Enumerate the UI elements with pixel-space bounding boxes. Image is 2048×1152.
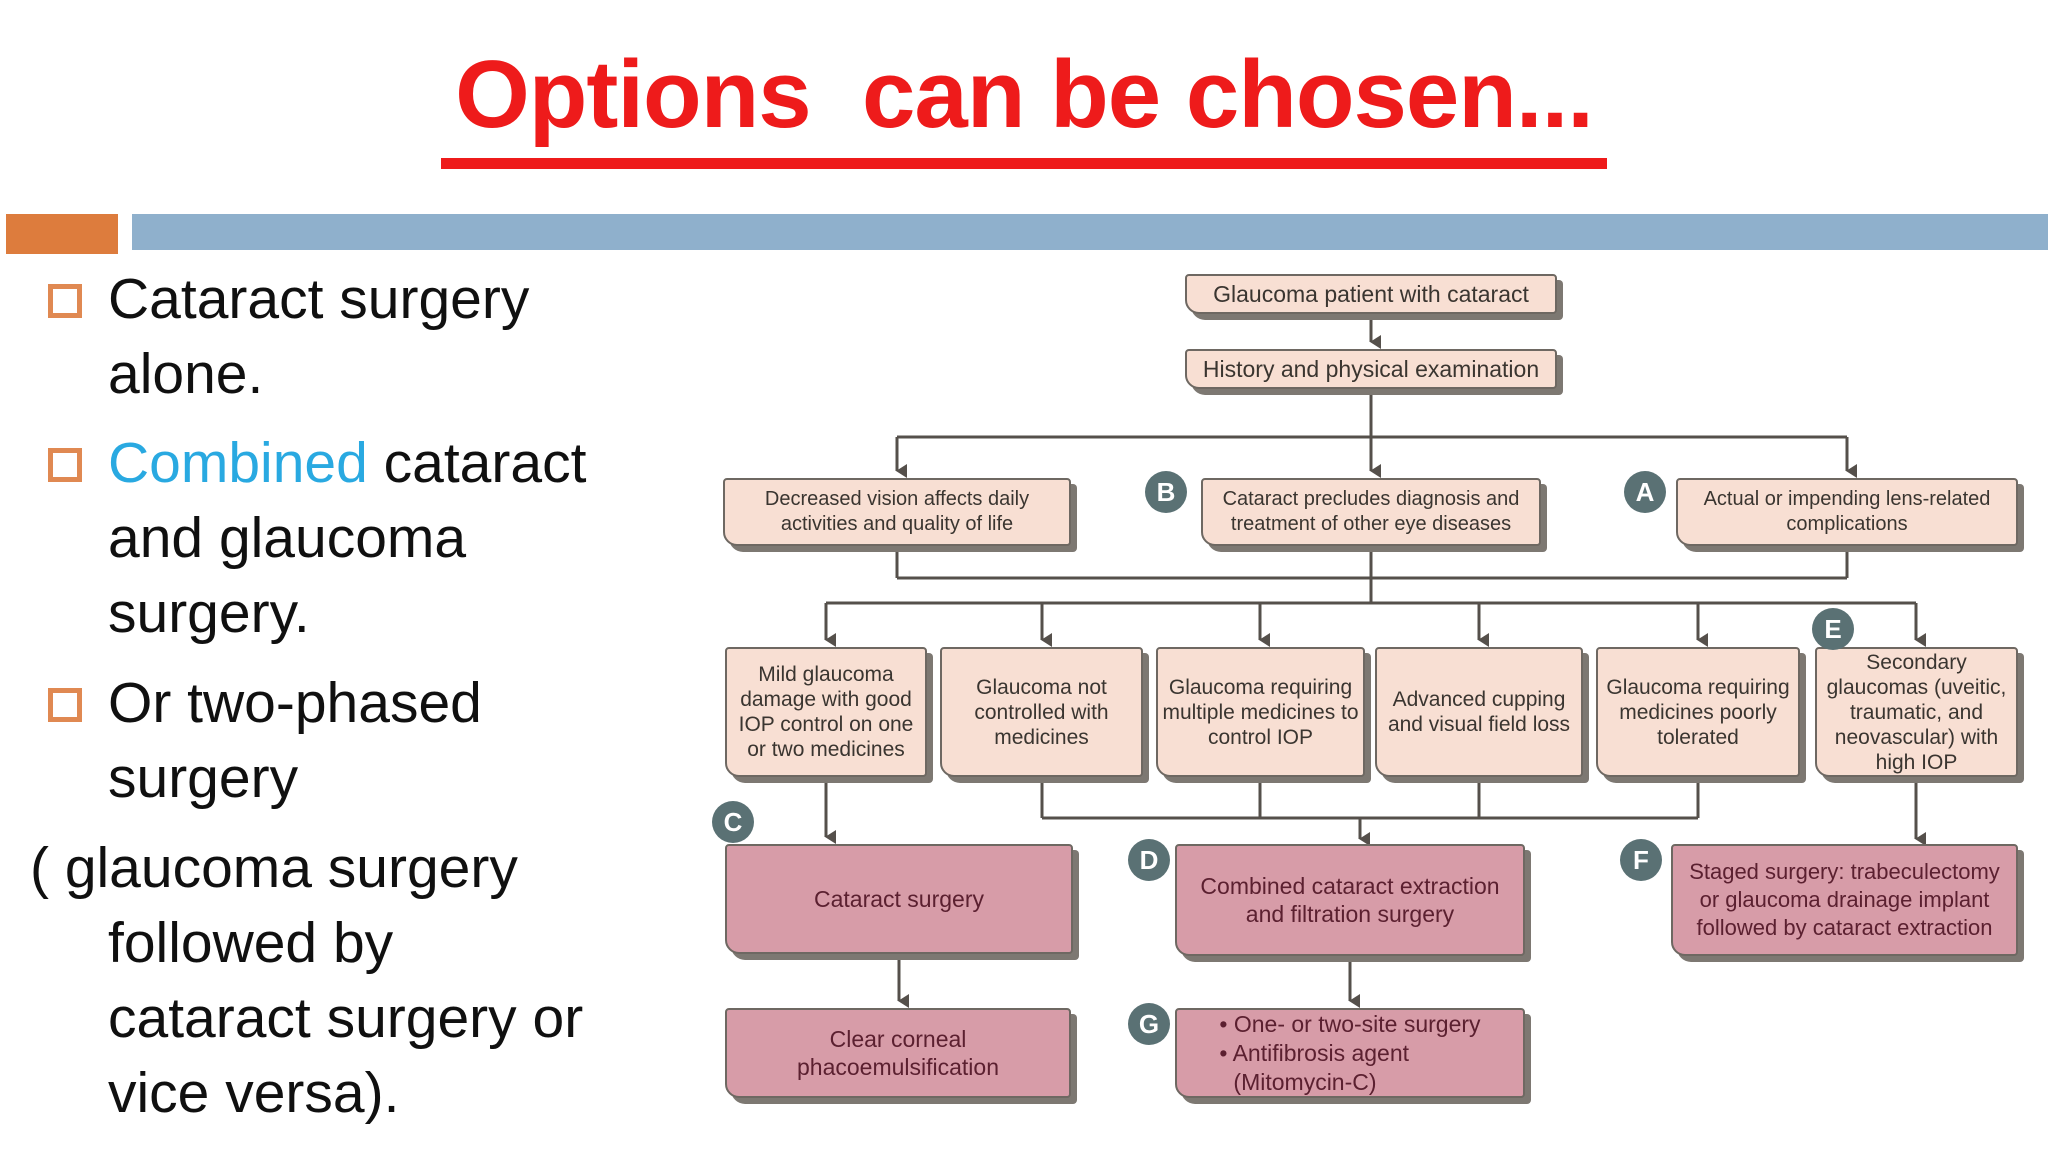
node-medicines-poorly-tolerated: Glaucoma requiring medicines poorly tole… bbox=[1596, 647, 1800, 777]
node-advanced-cupping: Advanced cupping and visual field loss bbox=[1375, 647, 1583, 777]
bullet-line: alone. bbox=[108, 342, 264, 406]
continuation-line: vice versa). bbox=[108, 1061, 400, 1125]
title-area: Options can be chosen... bbox=[0, 42, 2048, 169]
node-site-surgery: • One- or two-site surgery • Antifibrosi… bbox=[1175, 1008, 1525, 1098]
node-decreased-vision: Decreased vision affects daily activitie… bbox=[723, 478, 1071, 546]
bullet-line: Or two-phased bbox=[108, 671, 482, 735]
badge-d-icon: D bbox=[1128, 839, 1170, 881]
badge-c-icon: C bbox=[712, 801, 754, 843]
bullet-line: surgery bbox=[108, 746, 299, 810]
node-glaucoma-patient: Glaucoma patient with cataract bbox=[1185, 274, 1557, 314]
node-lens-complications: Actual or impending lens-related complic… bbox=[1676, 478, 2018, 546]
node-glaucoma-not-controlled: Glaucoma not controlled with medicines bbox=[940, 647, 1143, 777]
badge-g-icon: G bbox=[1128, 1003, 1170, 1045]
header-orange-block bbox=[6, 214, 118, 254]
continuation-line: ( glaucoma surgery bbox=[30, 836, 518, 900]
bullet-line: Cataract surgery bbox=[108, 267, 530, 331]
node-mild-glaucoma: Mild glaucoma damage with good IOP contr… bbox=[725, 647, 927, 777]
node-cataract-surgery: Cataract surgery bbox=[725, 844, 1073, 954]
bullet-line: Combined cataract bbox=[108, 426, 700, 501]
page-title: Options can be chosen... bbox=[441, 42, 1607, 169]
bullet-item-two-phased: Or two-phased surgery bbox=[40, 666, 700, 816]
badge-e-icon: E bbox=[1812, 608, 1854, 650]
bullet-continuation: ( glaucoma surgery followed by cataract … bbox=[30, 831, 720, 1131]
bullet-square-icon bbox=[48, 448, 82, 482]
header-blue-bar bbox=[132, 214, 2048, 250]
continuation-line: cataract surgery or bbox=[108, 986, 584, 1050]
node-history-examination: History and physical examination bbox=[1185, 349, 1557, 389]
badge-a-icon: A bbox=[1624, 471, 1666, 513]
node-clear-corneal-phaco: Clear corneal phacoemulsification bbox=[725, 1008, 1071, 1098]
continuation-line: followed by bbox=[108, 911, 394, 975]
node-secondary-glaucomas: Secondary glaucomas (uveitic, traumatic,… bbox=[1815, 647, 2018, 777]
bullet-square-icon bbox=[48, 284, 82, 318]
bullet-item-cataract-alone: Cataract surgery alone. bbox=[40, 262, 700, 412]
badge-f-icon: F bbox=[1620, 839, 1662, 881]
node-multiple-medicines: Glaucoma requiring multiple medicines to… bbox=[1156, 647, 1365, 777]
bullet-line: and glaucoma bbox=[108, 506, 467, 570]
bullet-line: surgery. bbox=[108, 581, 310, 645]
highlighted-word: Combined bbox=[108, 431, 368, 495]
bullet-item-combined-surgery: Combined cataract and glaucoma surgery. bbox=[40, 426, 700, 651]
node-cataract-precludes: Cataract precludes diagnosis and treatme… bbox=[1201, 478, 1541, 546]
bullet-square-icon bbox=[48, 688, 82, 722]
node-staged-surgery: Staged surgery: trabeculectomy or glauco… bbox=[1671, 844, 2018, 956]
node-combined-extraction: Combined cataract extraction and filtrat… bbox=[1175, 844, 1525, 956]
bullet-line-rest: cataract bbox=[367, 431, 587, 495]
badge-b-icon: B bbox=[1145, 471, 1187, 513]
site-surgery-line: (Mitomycin-C) bbox=[1233, 1068, 1377, 1095]
site-surgery-line: • Antifibrosis agent bbox=[1219, 1039, 1410, 1066]
site-surgery-line: • One- or two-site surgery bbox=[1219, 1010, 1481, 1037]
